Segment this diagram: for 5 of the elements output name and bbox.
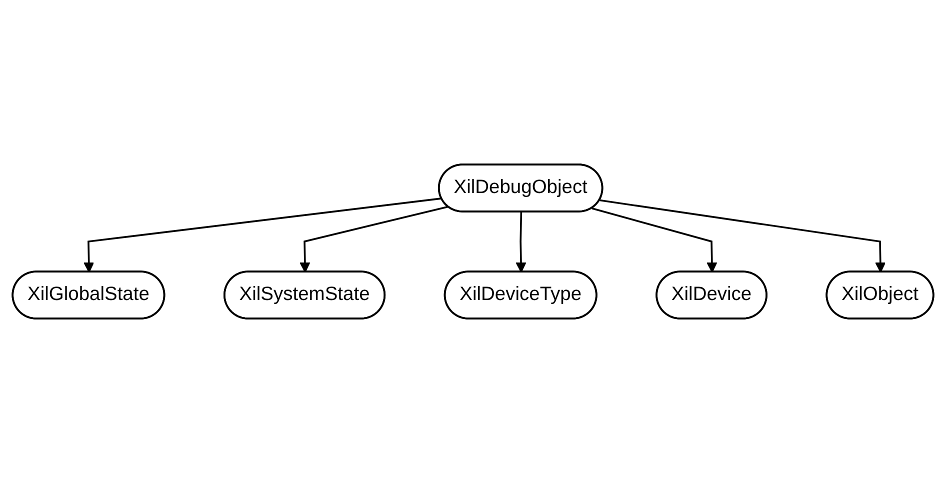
arrow	[516, 212, 526, 273]
arrow	[600, 199, 886, 273]
arrow	[84, 198, 442, 273]
arrow	[592, 208, 718, 273]
arrow	[300, 206, 448, 273]
